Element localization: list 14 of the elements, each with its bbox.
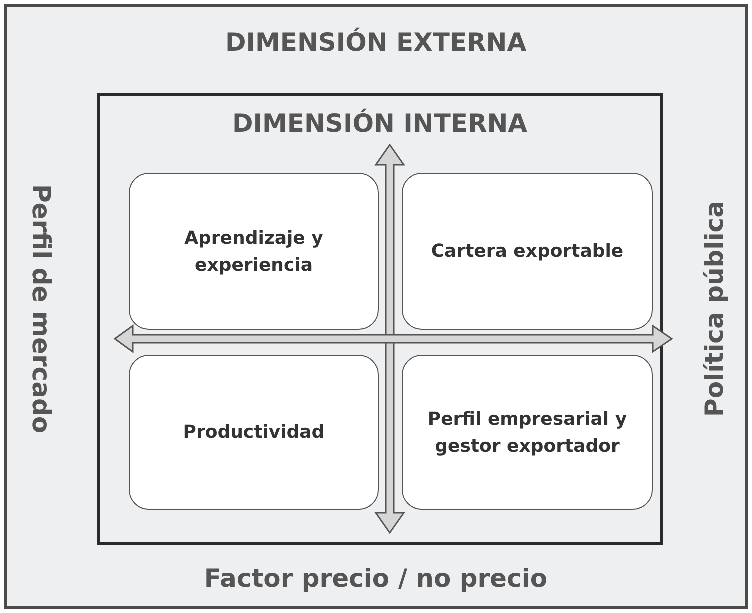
heading: DIMENSIÓN EXTERNA	[224, 26, 528, 59]
heading: DIMENSIÓN INTERNA	[232, 108, 528, 140]
box-label: Cartera exportable	[430, 240, 625, 264]
box-label: Perfil empresarial y gestor exportador	[426, 408, 628, 458]
side-label: Perfil de mercado	[26, 183, 57, 436]
side-label: Política pública	[699, 200, 730, 419]
heading: Factor precio / no precio	[203, 563, 549, 595]
box-label: Aprendizaje y experiencia	[184, 226, 324, 278]
rounded-box	[129, 355, 379, 510]
outer-frame	[4, 4, 748, 609]
rounded-box	[402, 355, 653, 510]
rounded-box	[129, 173, 379, 330]
box-label: Productividad	[182, 421, 326, 445]
rounded-box	[402, 173, 653, 330]
